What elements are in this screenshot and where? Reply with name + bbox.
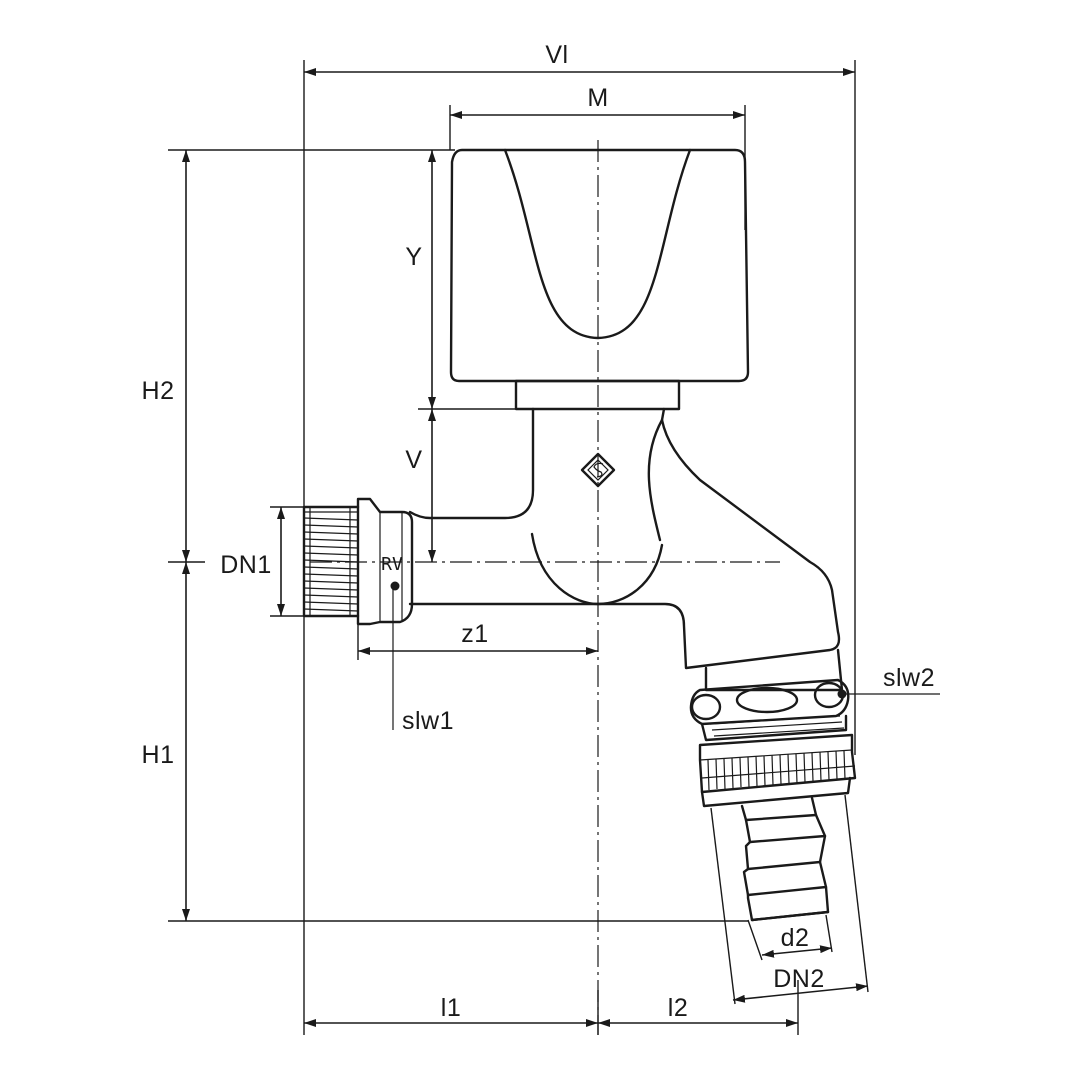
outlet-assembly bbox=[689, 648, 857, 922]
label-h1: H1 bbox=[142, 741, 175, 769]
rv-mark: RV bbox=[381, 554, 403, 575]
inlet-thread bbox=[303, 507, 359, 616]
slw1-dot bbox=[390, 581, 400, 591]
label-l1: l1 bbox=[441, 994, 461, 1022]
label-d2: d2 bbox=[781, 924, 810, 952]
label-m: M bbox=[587, 84, 608, 112]
label-slw2: slw2 bbox=[883, 664, 935, 692]
center-lines bbox=[310, 140, 780, 1035]
logo-mark bbox=[580, 452, 616, 488]
knurl-pattern bbox=[707, 750, 846, 791]
label-v: V bbox=[405, 446, 422, 474]
dim-d2 bbox=[761, 945, 833, 958]
dimension-labels: Vl M Y H2 V DN1 z1 slw1 H1 slw2 d2 DN2 l… bbox=[142, 41, 935, 1022]
label-l2: l2 bbox=[668, 994, 688, 1022]
label-y: Y bbox=[405, 243, 422, 271]
label-z1: z1 bbox=[461, 620, 488, 648]
label-slw1: slw1 bbox=[402, 707, 454, 735]
inlet-connector: RV bbox=[302, 497, 414, 626]
dimension-lines bbox=[182, 68, 940, 1027]
dim-dn2 bbox=[732, 983, 869, 1003]
hose-barb bbox=[740, 796, 830, 922]
label-vl: Vl bbox=[545, 41, 568, 69]
extension-lines bbox=[168, 60, 856, 1035]
label-dn2: DN2 bbox=[773, 965, 825, 993]
valve-body bbox=[408, 407, 841, 670]
valve-handle bbox=[449, 148, 750, 411]
label-dn1: DN1 bbox=[220, 551, 272, 579]
slw2-dot bbox=[837, 689, 847, 699]
label-h2: H2 bbox=[142, 377, 175, 405]
